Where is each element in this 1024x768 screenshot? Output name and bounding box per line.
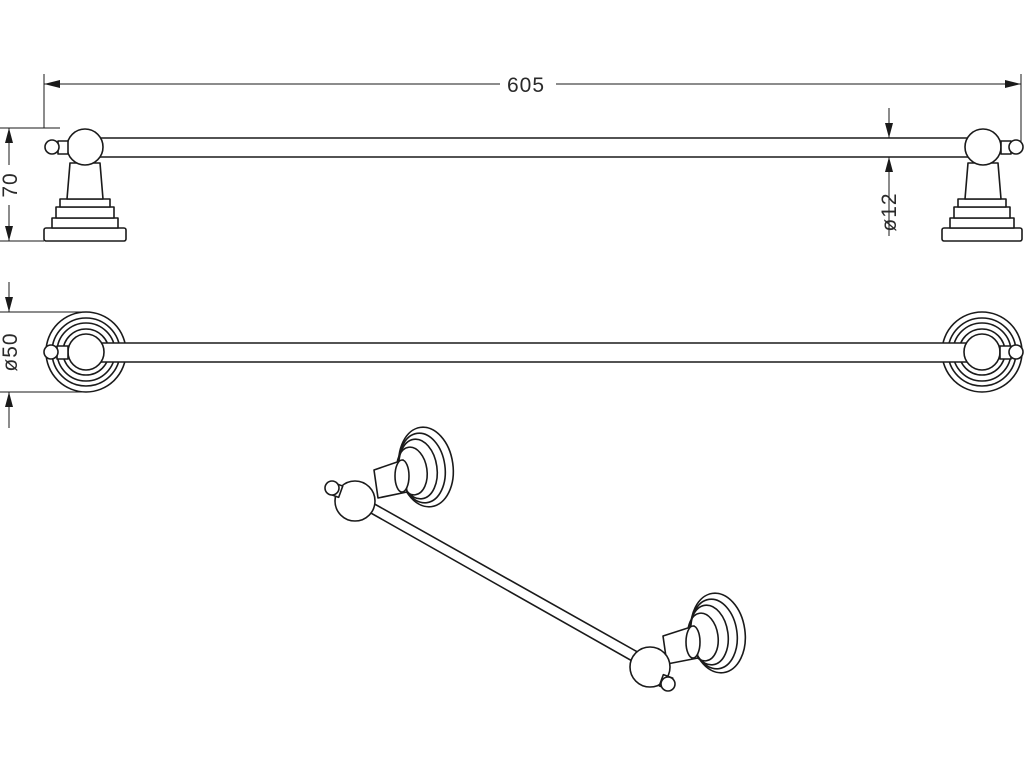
left-knob-top: [43, 333, 105, 371]
length-label: 605: [507, 74, 545, 97]
base-diameter-label: ø50: [0, 332, 22, 371]
length-dimension: 605: [43, 74, 1022, 150]
height-label: 70: [0, 172, 22, 197]
rod-diameter-dimension: ø12: [878, 108, 901, 236]
towel-rod-iso: [361, 501, 651, 667]
right-bracket: [941, 128, 1024, 242]
height-dimension: 70: [0, 127, 60, 242]
towel-rod-top: [95, 342, 973, 363]
rod-diameter-label: ø12: [878, 192, 901, 231]
top-view: ø50: [0, 282, 1024, 428]
front-view: 605 70: [0, 74, 1024, 242]
base-diameter-dimension: ø50: [0, 282, 86, 428]
lower-knob: [629, 646, 676, 692]
left-bracket: [43, 128, 127, 242]
isometric-view: [324, 426, 747, 692]
upper-mount: [373, 426, 455, 508]
right-knob-top: [963, 333, 1024, 371]
upper-knob: [324, 480, 376, 522]
towel-rod: [95, 137, 973, 158]
lower-mount: [662, 592, 747, 674]
